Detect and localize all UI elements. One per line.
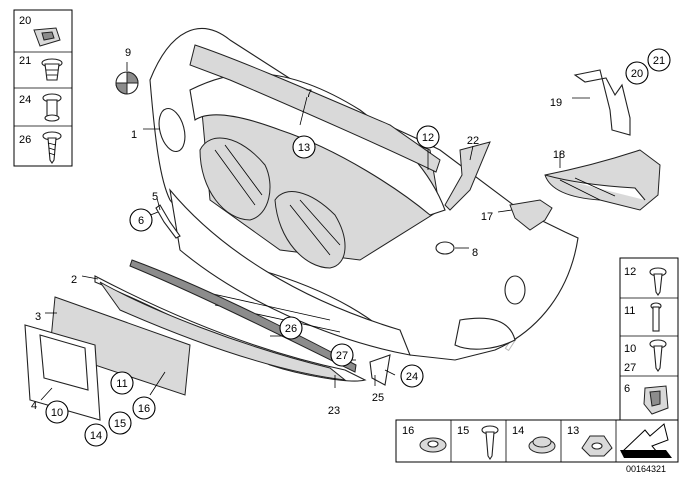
label-11-panel: 11 (624, 305, 635, 317)
right-parts-panel: 12 11 10 27 6 (619, 257, 679, 421)
callout-label-15: 15 (114, 418, 126, 430)
callout-label-11: 11 (116, 378, 127, 390)
label-13-panel: 13 (567, 425, 579, 437)
callout-label-22: 22 (467, 135, 479, 147)
callout-label-16: 16 (138, 403, 150, 415)
callout-circle-15 (108, 411, 132, 435)
callout-label-24: 24 (406, 371, 418, 383)
grommet-16-icon (419, 437, 447, 453)
callout-label-20: 20 (631, 68, 643, 80)
callout-label-4: 4 (31, 400, 37, 412)
callout-circle-26 (279, 316, 303, 340)
nut-13-icon (581, 435, 613, 457)
fog-lamp-left (158, 107, 186, 153)
screw-10-icon (649, 339, 667, 372)
label-21-panel: 21 (19, 55, 31, 67)
callout-circle-24 (400, 364, 424, 388)
callout-circle-6 (129, 208, 153, 232)
callout-circle-10 (45, 400, 69, 424)
callout-label-7: 7 (306, 88, 312, 100)
callout-label-5: 5 (152, 191, 158, 203)
callout-label-27: 27 (336, 350, 348, 362)
callout-label-10: 10 (51, 407, 63, 419)
fog-lamp-right (504, 275, 526, 305)
callout-label-9: 9 (125, 47, 131, 59)
screw-12-icon (649, 267, 667, 296)
cap-14-icon (528, 436, 556, 454)
clip-5 (155, 204, 181, 239)
callout-label-26: 26 (285, 323, 297, 335)
callout-label-8: 8 (472, 247, 478, 259)
screw-icon (42, 131, 62, 164)
screw-15-icon (481, 425, 499, 460)
bracket-25 (369, 354, 391, 386)
air-duct (544, 149, 661, 211)
label-27-panel: 27 (624, 362, 636, 374)
clip-6-icon (643, 385, 669, 415)
bumper-cover (149, 28, 579, 361)
label-15-panel: 15 (457, 425, 469, 437)
label-26-panel: 26 (19, 134, 31, 146)
diagram-code: 00164321 (626, 464, 666, 474)
callout-circle-13 (292, 135, 316, 159)
rivet-11-icon (650, 302, 662, 332)
callout-label-21: 21 (653, 55, 665, 67)
callout-label-3: 3 (35, 311, 41, 323)
trim-strip-23 (129, 259, 357, 373)
callout-label-6: 6 (138, 215, 144, 227)
callout-label-13: 13 (298, 142, 310, 154)
callout-label-23: 23 (328, 405, 340, 417)
holder-17 (509, 199, 553, 231)
label-16-panel: 16 (402, 425, 414, 437)
clip-nut-icon (33, 27, 61, 47)
label-10-panel: 10 (624, 343, 636, 355)
plastic-rivet-icon (42, 93, 62, 122)
callout-label-19: 19 (550, 97, 562, 109)
callout-circle-20 (625, 61, 649, 85)
tow-hook-cap (435, 241, 455, 255)
callout-label-18: 18 (553, 149, 565, 161)
callout-label-14: 14 (90, 430, 102, 442)
label-12-panel: 12 (624, 266, 636, 278)
callout-circle-14 (84, 423, 108, 447)
callout-circle-16 (132, 396, 156, 420)
kidney-grille-left (199, 137, 271, 221)
callout-labels: 1234567891011121314151617181920212223242… (31, 47, 671, 447)
callout-label-12: 12 (422, 132, 434, 144)
callout-circle-27 (330, 343, 354, 367)
label-14-panel: 14 (512, 425, 524, 437)
upper-trim-strip (189, 44, 441, 173)
callout-label-17: 17 (481, 211, 493, 223)
callout-circle-12 (416, 125, 440, 149)
callout-circle-11 (110, 371, 134, 395)
bottom-parts-panel: 16 15 14 13 (395, 419, 679, 463)
callout-label-1: 1 (131, 129, 137, 141)
expanding-nut-icon (41, 58, 63, 81)
left-parts-panel: 20 21 24 26 (13, 9, 73, 167)
label-6-panel: 6 (624, 383, 630, 395)
callout-label-25: 25 (372, 392, 384, 404)
direction-arrow-icon (620, 423, 672, 458)
label-24-panel: 24 (19, 94, 31, 106)
leader-lines (40, 62, 590, 401)
bracket-19 (573, 69, 631, 136)
bracket-22 (444, 141, 491, 211)
label-20-panel: 20 (19, 15, 31, 27)
callout-label-2: 2 (71, 274, 77, 286)
callout-circle-21 (647, 48, 671, 72)
